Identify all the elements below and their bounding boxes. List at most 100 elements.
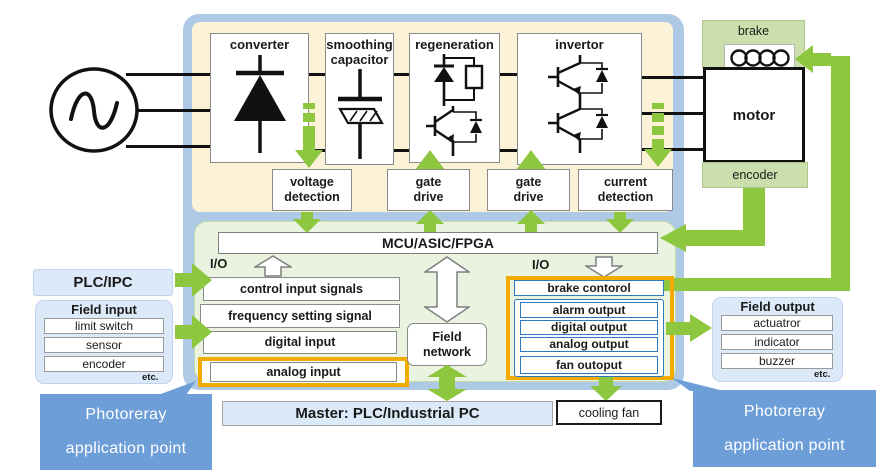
to-mcu-stem (301, 212, 313, 221)
igbt-resistor-icon (425, 53, 483, 156)
voltage-tap-dash (303, 113, 315, 122)
to-mcu-arrow-down (606, 219, 634, 233)
smoothing-capacitor-block: smoothing capacitor (325, 33, 394, 165)
current-tap-dash (652, 103, 664, 109)
cooling-fan-label: cooling fan (578, 405, 640, 420)
brake-control-box: brake contorol (514, 280, 664, 296)
cooling-fan-box: cooling fan (556, 400, 662, 425)
alarm-output-box: alarm output (520, 302, 658, 318)
voltage-detection-box: voltage detection (272, 169, 352, 211)
regeneration-label: regeneration (415, 37, 494, 52)
current-tap-stem (652, 139, 664, 150)
invertor-block: invertor (517, 33, 642, 165)
smoothing-capacitor-label: smoothing capacitor (326, 37, 393, 67)
converter-label: converter (229, 37, 290, 52)
brake-control-arm (813, 53, 831, 66)
cooling-fan-arrowhead (590, 386, 622, 401)
io-down-arrow (585, 256, 623, 278)
voltage-tap-stem (303, 126, 315, 152)
plc-arrowhead (192, 263, 212, 297)
field-output-arrow-stem (666, 322, 692, 335)
encoder-feedback-vertical (743, 186, 765, 238)
brake-label: brake (737, 24, 770, 38)
master-bar-label: Master: PLC/Industrial PC (295, 405, 480, 422)
from-mcu-stem (525, 222, 537, 232)
motor-wire (641, 148, 706, 151)
field-input-arrowhead (192, 315, 212, 349)
current-tap-dash (652, 126, 664, 135)
field-network-box: Field network (407, 323, 487, 366)
brake-control-vertical (831, 56, 850, 291)
encoder-label: encoder (732, 168, 778, 182)
buzzer-item: buzzer (721, 353, 833, 369)
gate-drive-arrow-up (415, 150, 445, 170)
ac-source-icon (49, 67, 139, 153)
phase-wire (126, 109, 214, 112)
dc-bus-wire (306, 73, 328, 76)
frequency-setting-signal-box: frequency setting signal (200, 304, 400, 328)
callout-left-tail (158, 381, 196, 395)
field-input-arrow-stem (175, 325, 194, 339)
control-input-signals-box: control input signals (203, 277, 400, 301)
analog-input-box: analog input (210, 362, 397, 382)
voltage-tap-dash (303, 103, 315, 109)
plc-arrow-stem (175, 273, 194, 287)
io-left-label: I/O (210, 256, 228, 271)
mcu-fieldnetwork-double-arrow (424, 256, 470, 323)
encoder-feedback-horizontal (686, 230, 765, 246)
mcu-bar: MCU/ASIC/FPGA (218, 232, 658, 254)
invertor-label: invertor (555, 37, 604, 52)
digital-output-box: digital output (520, 320, 658, 335)
dc-bus-wire (390, 149, 412, 152)
field-input-etc: etc. (142, 372, 159, 383)
dc-bus-wire (497, 73, 520, 76)
field-output-etc: etc. (814, 369, 831, 380)
plc-ipc-label: PLC/IPC (73, 274, 133, 291)
diode-icon (233, 54, 286, 153)
field-input-title: Field input (71, 302, 137, 317)
regeneration-block: regeneration (409, 33, 500, 163)
motor-label: motor (732, 106, 776, 124)
limit-switch-item: limit switch (44, 318, 164, 334)
encoder-item: encoder (44, 356, 164, 372)
to-mcu-arrow-down (293, 219, 321, 233)
brake-control-horizontal (662, 278, 850, 291)
photorelay-callout-left: Photoreray application point (40, 394, 212, 470)
master-bar: Master: PLC/Industrial PC (222, 401, 553, 426)
cooling-fan-arrow-stem (599, 377, 613, 388)
io-up-arrow (254, 255, 292, 277)
brake-control-arrowhead (795, 45, 813, 73)
io-right-label: I/O (532, 257, 550, 272)
motor-wire (641, 112, 706, 115)
from-mcu-arrow-up (517, 210, 545, 224)
gate-drive-box: gate drive (487, 169, 570, 211)
current-tap-dash (652, 113, 664, 122)
digital-input-box: digital input (203, 331, 397, 354)
sensor-item: sensor (44, 337, 164, 353)
capacitor-icon (337, 68, 384, 159)
current-detection-box: current detection (578, 169, 673, 211)
from-mcu-stem (424, 222, 436, 232)
encoder-feedback-arrowhead (660, 224, 686, 252)
actuator-item: actuatror (721, 315, 833, 331)
plc-ipc-box: PLC/IPC (33, 269, 173, 296)
motor-box: motor (703, 67, 805, 163)
field-output-arrowhead (690, 314, 712, 342)
voltage-tap-arrowhead (295, 150, 323, 168)
brake-coil-box (724, 44, 795, 71)
converter-block: converter (210, 33, 309, 163)
fieldnetwork-master-double-arrow (427, 365, 467, 401)
indicator-item: indicator (721, 334, 833, 350)
gate-drive-box: gate drive (387, 169, 470, 211)
dc-bus-wire (390, 73, 412, 76)
from-mcu-arrow-up (416, 210, 444, 224)
to-mcu-stem (614, 212, 626, 221)
fan-output-box: fan outoput (520, 356, 658, 374)
coil-icon (729, 48, 790, 67)
phase-wire (126, 73, 214, 76)
dc-bus-wire (497, 149, 520, 152)
gate-drive-arrow-up (516, 150, 546, 170)
field-output-title: Field output (740, 299, 815, 314)
callout-right-tail (672, 378, 724, 391)
